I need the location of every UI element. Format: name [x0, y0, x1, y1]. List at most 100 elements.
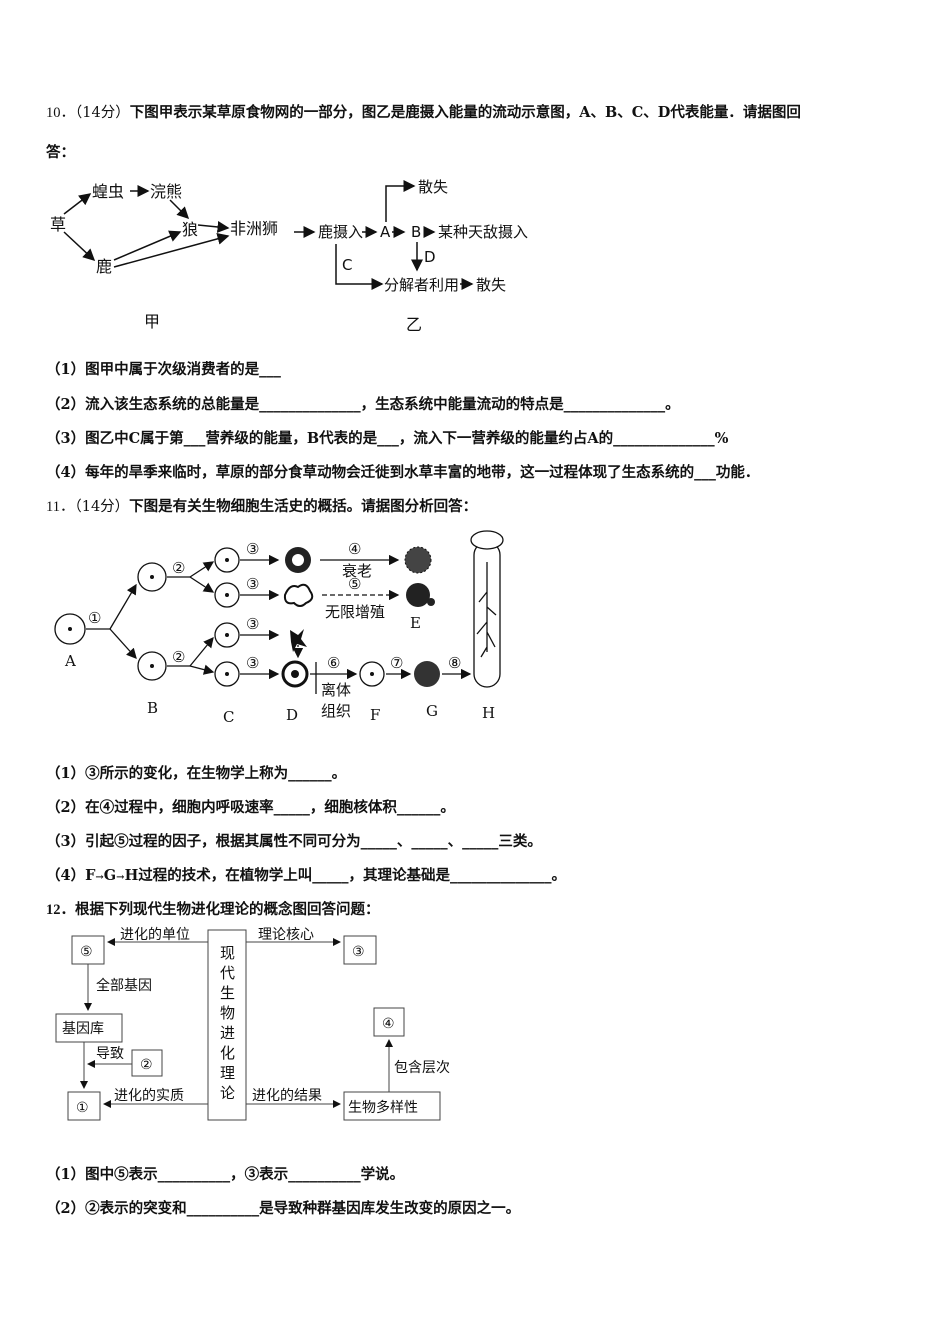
center-char-2: 生 — [220, 984, 235, 1002]
q10-score: （14分） — [75, 105, 130, 121]
q12-sub2: （2）②表示的突变和__________是导致种群基因库发生改变的原因之一。 — [46, 1200, 521, 1217]
box-2 — [131, 1049, 163, 1077]
node-decomposer: 分解者利用 — [384, 276, 459, 294]
label-g: G — [426, 702, 438, 720]
label-unit: 进化的单位 — [120, 927, 190, 943]
node-dissipate-top: 散失 — [418, 178, 448, 196]
node-b: B — [411, 223, 421, 241]
center-char-4: 进 — [220, 1024, 235, 1042]
q11-figure: ① ② ② ③ ③ ③ ③ ④ 衰老 ⑤ 无限增殖 ⑥ 离体 组织 ⑦ ⑧ A … — [54, 530, 504, 726]
label-c: C — [223, 708, 234, 726]
step-4: ④ — [348, 540, 361, 558]
arrow-2: → — [116, 872, 125, 883]
q12-stem-line: 12．根据下列现代生物进化理论的概念图回答问题： — [46, 898, 380, 919]
food-web-arrows — [63, 185, 230, 268]
node-a: A — [380, 223, 391, 241]
label-d: D — [424, 248, 436, 266]
cell-irregular — [283, 583, 314, 607]
q11-sub1: （1）③所示的变化，在生物学上称为______。 — [46, 765, 347, 782]
center-char-7: 论 — [220, 1084, 235, 1102]
cell-neuron — [290, 629, 307, 652]
label-h: H — [482, 704, 495, 722]
q11-sub4-part1: （4）F — [46, 867, 96, 884]
label-isolated2: 组织 — [321, 702, 351, 720]
node-dissipate-bottom: 散失 — [476, 276, 506, 294]
q11-sub4-part2: G — [103, 867, 117, 884]
label-unlimited: 无限增殖 — [325, 603, 385, 621]
q10-sub3: （3）图乙中C属于第___营养级的能量，B代表的是___，流入下一营养级的能量约… — [46, 430, 729, 447]
fig-jia-caption: 甲 — [144, 312, 160, 331]
label-b: B — [147, 699, 158, 717]
box-4 — [373, 1007, 405, 1037]
step-3a: ③ — [246, 540, 259, 558]
energy-flow-arrows — [294, 180, 474, 290]
q12-sub1: （1）图中⑤表示__________，③表示__________学说。 — [46, 1166, 405, 1183]
box-1 — [67, 1091, 101, 1121]
label-result: 进化的结果 — [252, 1088, 322, 1104]
node-lion: 非洲狮 — [230, 219, 278, 238]
box-center — [207, 929, 247, 1121]
center-char-0: 现 — [220, 944, 235, 962]
label-levels: 包含层次 — [394, 1060, 450, 1076]
step-5: ⑤ — [348, 575, 361, 593]
label-aging: 衰老 — [342, 562, 372, 580]
q11-stem: 下图是有关生物细胞生活史的概括。请据图分析回答： — [129, 498, 478, 515]
step-3b: ③ — [246, 575, 259, 593]
q11-stem-line: 11．（14分）下图是有关生物细胞生活史的概括。请据图分析回答： — [46, 495, 477, 516]
step-1: ① — [88, 609, 101, 627]
q10-sub4: （4）每年的旱季来临时，草原的部分食草动物会迁徙到水草丰富的地带，这一过程体现了… — [46, 464, 760, 481]
q11-sub3: （3）引起⑤过程的因子，根据其属性不同可分为_____、_____、_____三… — [46, 833, 542, 850]
q10-sub1: （1）图甲中属于次级消费者的是___ — [46, 361, 281, 378]
q10-stem-line1: 10．（14分）下图甲表示某草原食物网的一部分，图乙是鹿摄入能量的流动示意图，A… — [46, 101, 801, 122]
box-gene-pool — [55, 1013, 123, 1043]
q10-stem: 下图甲表示某草原食物网的一部分，图乙是鹿摄入能量的流动示意图，A、B、C、D代表… — [129, 104, 801, 121]
cell-e — [406, 583, 430, 607]
node-grass: 草 — [50, 215, 66, 234]
label-a: A — [64, 652, 76, 670]
arrow-1: → — [95, 872, 104, 883]
node-enemy: 某种天敌摄入 — [438, 223, 528, 241]
label-box5: ⑤ — [80, 944, 93, 960]
q10-stem-line2: 答： — [46, 144, 75, 161]
label-essence: 进化的实质 — [114, 1088, 184, 1104]
node-raccoon: 浣熊 — [150, 182, 182, 201]
center-char-6: 理 — [220, 1064, 235, 1082]
step-6: ⑥ — [327, 654, 340, 672]
step-8: ⑧ — [448, 654, 461, 672]
q12-number: 12． — [46, 902, 75, 918]
label-isolated1: 离体 — [321, 681, 351, 699]
q11-number: 11． — [46, 499, 75, 515]
step-3c: ③ — [246, 615, 259, 633]
q11-sub2: （2）在④过程中，细胞内呼吸速率_____，细胞核体积______。 — [46, 799, 455, 816]
q10-sub2: （2）流入该生态系统的总能量是______________，生态系统中能量流动的… — [46, 396, 680, 413]
q11-sub4-part3: H过程的技术，在植物学上叫_____，其理论基础是______________。 — [124, 867, 567, 884]
center-char-3: 物 — [220, 1004, 235, 1022]
q12-figure: ⑤ ③ ④ ② ① 基因库 生物多样性 进化的单位 理论核心 全部基因 导致 进… — [55, 927, 450, 1121]
label-f: F — [370, 706, 380, 724]
label-box3: ③ — [352, 944, 365, 960]
label-c: C — [342, 256, 352, 274]
center-char-5: 化 — [220, 1044, 235, 1062]
label-cause: 导致 — [96, 1046, 124, 1062]
step-2-upper: ② — [172, 559, 185, 577]
center-vertical-text: 现 代 生 物 进 化 理 论 — [220, 944, 235, 1102]
label-box1: ① — [76, 1100, 89, 1116]
step-7: ⑦ — [390, 654, 403, 672]
q11-score: （14分） — [74, 499, 130, 515]
label-e: E — [410, 614, 421, 632]
fig-yi-caption: 乙 — [406, 315, 422, 334]
center-char-1: 代 — [220, 964, 235, 982]
cell-g — [414, 661, 440, 687]
q11-sub4: （4）F→G→H过程的技术，在植物学上叫_____，其理论基础是________… — [46, 864, 566, 885]
node-wolf: 狼 — [182, 220, 198, 239]
label-box2: ② — [140, 1057, 153, 1073]
label-core: 理论核心 — [258, 927, 314, 943]
label-gene-pool: 基因库 — [62, 1020, 104, 1037]
q12-stem: 根据下列现代生物进化理论的概念图回答问题： — [75, 901, 380, 918]
label-d: D — [286, 706, 298, 724]
node-deer-intake: 鹿摄入 — [318, 223, 363, 241]
label-diversity: 生物多样性 — [348, 1099, 418, 1116]
box-3 — [343, 935, 377, 965]
test-tube-h — [470, 530, 504, 688]
label-box4: ④ — [382, 1016, 395, 1032]
